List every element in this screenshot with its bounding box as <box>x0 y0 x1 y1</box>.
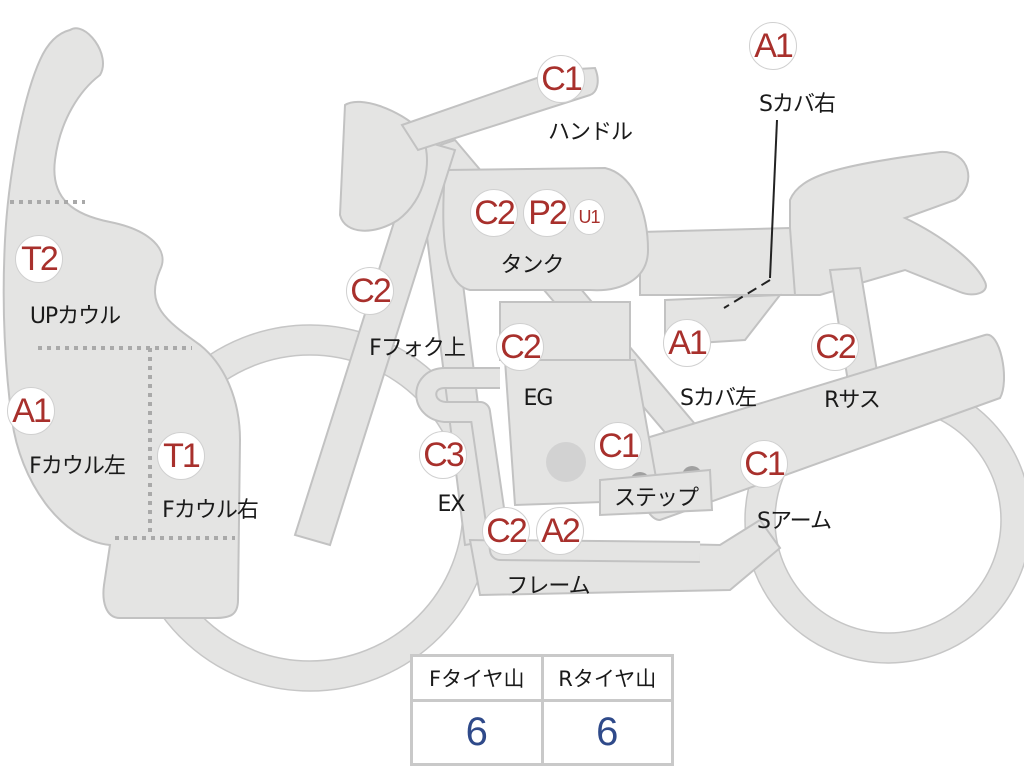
rear-tire-header: Rタイヤ山 <box>540 654 674 702</box>
label-front-fork: Fフォク上 <box>369 336 466 361</box>
label-handle: ハンドル <box>547 120 633 145</box>
grade-badge-rear-suspension: C2 <box>811 323 859 371</box>
leader-line-side-cover <box>769 119 778 279</box>
label-tank: タンク <box>500 253 564 278</box>
label-step: ステップ <box>613 486 699 511</box>
grade-badge-side-cover-left: A1 <box>663 319 711 367</box>
label-frame: フレーム <box>506 574 590 599</box>
grade-badge-tank-2: P2 <box>523 189 571 237</box>
label-exhaust: EX <box>437 492 466 517</box>
label-swing-arm: Sアーム <box>757 509 832 534</box>
grade-badge-exhaust: C3 <box>419 431 467 479</box>
grade-badge-tank-1: C2 <box>470 189 518 237</box>
rear-tire-value: 6 <box>540 699 674 766</box>
grade-badge-side-cover-right: A1 <box>749 22 797 70</box>
grade-badge-front-cowl-left: A1 <box>7 387 55 435</box>
grade-badge-engine: C2 <box>496 323 544 371</box>
grade-badge-upper-cowl: T2 <box>15 235 63 283</box>
front-tire-value: 6 <box>410 699 544 766</box>
grade-badge-handle: C1 <box>537 55 585 103</box>
leader-line-dashed <box>723 279 771 309</box>
grade-badge-frame-2: A2 <box>536 507 584 555</box>
grade-badge-front-cowl-right: T1 <box>157 432 205 480</box>
fork-top-shape <box>338 100 428 232</box>
grade-badge-swing-arm: C1 <box>740 440 788 488</box>
exhaust-pipe-inner <box>417 369 701 561</box>
seat-tail-shape <box>789 150 987 296</box>
grade-badge-front-fork: C2 <box>346 267 394 315</box>
label-side-cover-left: Sカバ左 <box>680 386 757 411</box>
label-engine: EG <box>523 386 554 411</box>
tire-tread-table: Fタイヤ山 Rタイヤ山 6 6 <box>410 654 674 766</box>
label-side-cover-right: Sカバ右 <box>759 92 836 117</box>
label-upper-cowl: UPカウル <box>29 304 121 329</box>
grade-badge-frame-1: C2 <box>482 507 530 555</box>
step-bar-shape <box>599 468 714 517</box>
grade-badge-tank-sub: U1 <box>573 199 605 235</box>
label-front-cowl-left: Fカウル左 <box>29 454 126 479</box>
grade-badge-step: C1 <box>594 422 642 470</box>
label-front-cowl-right: Fカウル右 <box>162 498 259 523</box>
front-fork-shape <box>293 138 457 547</box>
engine-cover-circle <box>546 442 586 482</box>
label-rear-suspension: Rサス <box>824 388 881 413</box>
front-tire-header: Fタイヤ山 <box>410 654 544 702</box>
